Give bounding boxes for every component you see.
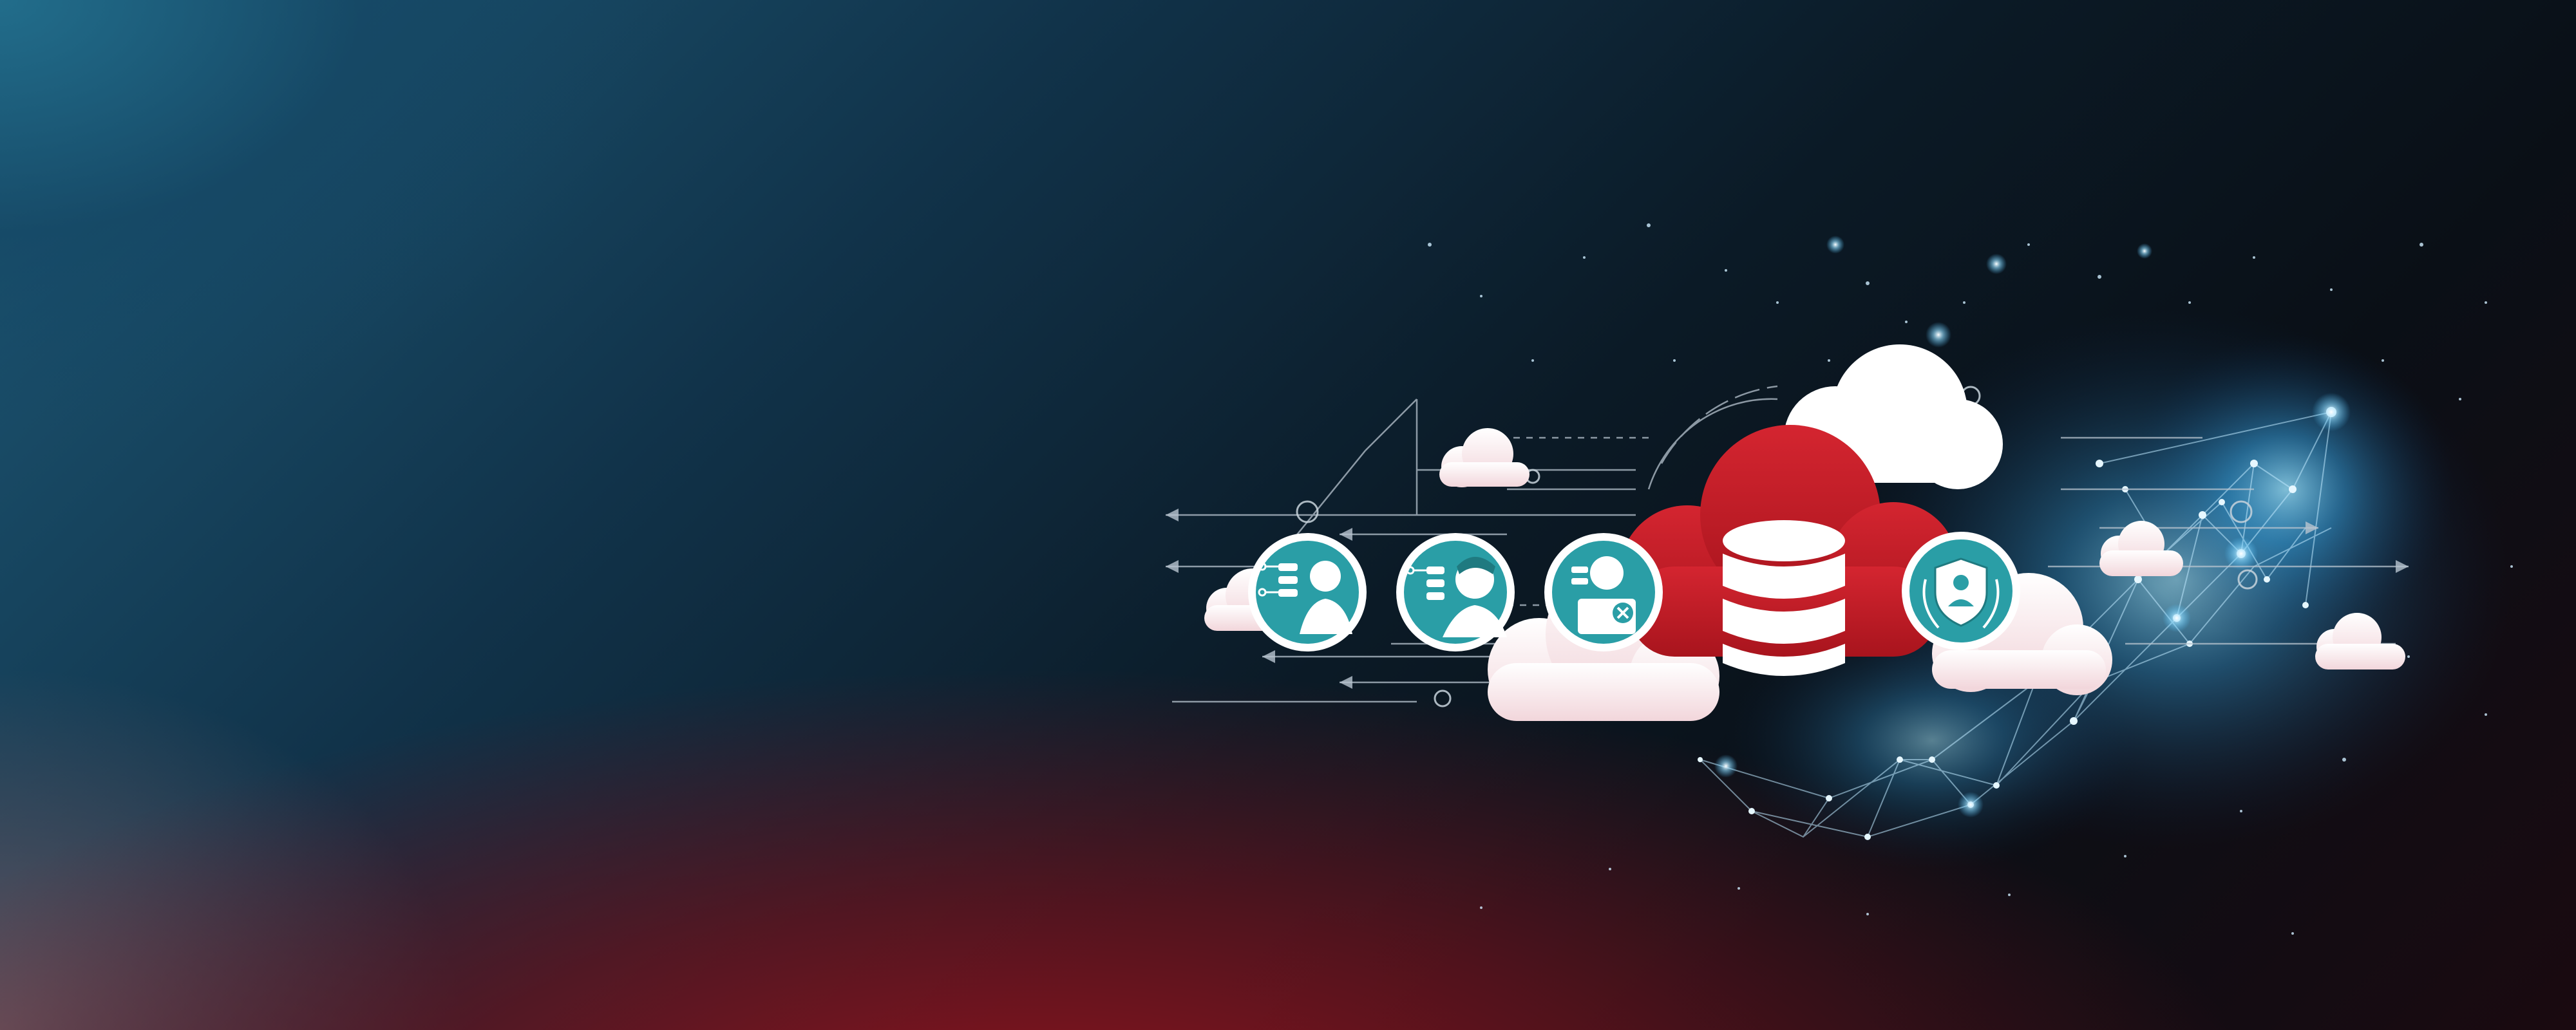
star-field	[1428, 223, 2513, 935]
network-sparkles	[1714, 236, 2351, 818]
security-shield-badge-icon	[1902, 532, 2020, 650]
user-data-circuit-icon	[1248, 533, 1367, 651]
small-cloud-top	[1439, 428, 1530, 487]
hacker-laptop-icon	[1544, 533, 1663, 651]
small-cloud-right	[2099, 521, 2183, 576]
database-icon	[1723, 520, 1845, 676]
small-cloud-far-right	[2315, 613, 2405, 670]
developer-circuit-icon	[1396, 533, 1515, 651]
circuit-arrows	[1166, 509, 2409, 689]
